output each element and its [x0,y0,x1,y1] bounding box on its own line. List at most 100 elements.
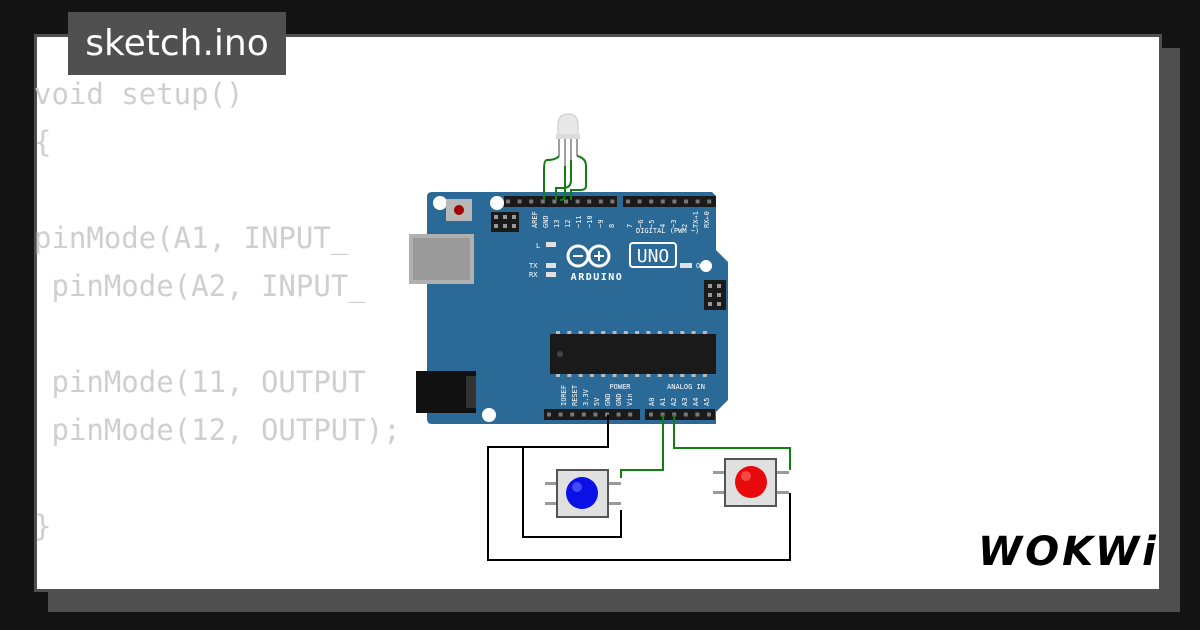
code-line: pinMode(A1, INPUT_ [34,221,349,255]
chip-pin [623,331,628,334]
pin-label: A4 [692,398,700,406]
button-cap-red [735,466,767,498]
code-line: pinMode(11, OUTPUT [34,365,366,399]
pushbutton-blue[interactable] [545,469,621,518]
mounting-hole [482,408,496,422]
pin-hole [626,199,630,204]
digital-header-right [623,196,716,207]
model-label: UNO [637,246,670,267]
chip-pin [601,331,606,334]
pin-hole [637,199,642,204]
pin-hole [506,199,510,204]
pin-label: 2 [681,224,689,228]
pin-label: RESET [571,384,579,406]
pin-hole [649,199,654,204]
chip-pin [702,374,707,377]
led-l-label: L [536,242,540,250]
pin-label: A2 [670,398,678,406]
chip-pin [556,374,560,377]
pin-hole [552,199,557,204]
pin-label: TX→1 [692,211,700,228]
pin-hole [605,412,609,417]
file-tab[interactable]: sketch.ino [68,12,286,75]
wire-led-11 [570,155,587,200]
pin-label: 13 [553,220,561,228]
arduino-logo [566,244,611,268]
chip-pin [646,331,651,334]
pin-label: GND [615,393,623,406]
chip-pin [567,331,572,334]
pin-hole [570,412,575,417]
pin-hole [672,412,677,417]
pin-hole [684,199,688,204]
pin-label: IOREF [560,385,568,406]
pushbutton-red[interactable] [713,458,789,507]
chip-pin [589,331,594,334]
wire-led-12 [555,160,572,200]
pin-label: GND [542,215,550,228]
wokwi-logo: WOKWi [978,529,1159,575]
chip-pin [702,331,707,334]
pin-hole [540,199,545,204]
pin-hole [517,199,522,204]
led-dome [557,113,579,139]
wire-gnd-red [487,446,791,561]
pin-hole [683,412,688,417]
chip-pin [646,374,651,377]
mounting-hole [700,260,712,272]
led-l [546,242,556,247]
pin-hole [610,199,615,204]
chip-pin [589,374,594,377]
pin-hole [660,199,665,204]
pin-hole [695,412,700,417]
pin-hole [660,412,665,417]
pin-hole [529,199,534,204]
chip-pin [669,374,673,377]
icsp-header-right [704,280,726,310]
chip-pin [635,331,640,334]
analog-label: ANALOG IN [667,383,705,391]
pin-hole [672,199,677,204]
atmega-chip [550,334,716,374]
pin-hole [707,412,711,417]
led-rx-label: RX [529,271,538,279]
mounting-hole [433,196,447,210]
power-label: POWER [609,383,631,391]
pin-label: 12 [564,220,572,228]
pin-hole [616,412,621,417]
pin-hole [547,412,551,417]
chip-pin [612,331,617,334]
pin-label: GND [604,393,612,406]
pin-label: ~10 [586,215,594,228]
pin-label: A3 [681,398,689,406]
pin-label: 7 [626,224,634,228]
pin-label: A5 [703,398,711,406]
code-snippet: void setup(){pinMode(A1, INPUT_ pinMode(… [34,70,401,550]
led-tx [546,263,556,268]
chip-pin [680,374,685,377]
code-line: { [34,125,52,159]
chip-pin [556,331,560,334]
code-line: pinMode(12, OUTPUT); [34,413,401,447]
chip-pin [657,331,662,334]
code-line: } [34,509,52,543]
chip-pin [578,331,583,334]
pin-hole [558,412,563,417]
chip-pin [623,374,628,377]
chip-pin [567,374,572,377]
led-tx-label: TX [529,262,538,270]
led-on-label: ON [696,262,704,270]
wire-a1-blue [620,415,664,478]
pin-hole [564,199,568,204]
pin-hole [581,412,586,417]
digital-label: DIGITAL (PWM ~) [636,227,699,235]
led-on [680,263,692,268]
led-rx [546,272,556,277]
chip-pin [680,331,685,334]
uno-badge [629,242,677,268]
rgb-led[interactable] [556,113,580,166]
pin-hole [598,199,603,204]
wires [487,155,791,561]
